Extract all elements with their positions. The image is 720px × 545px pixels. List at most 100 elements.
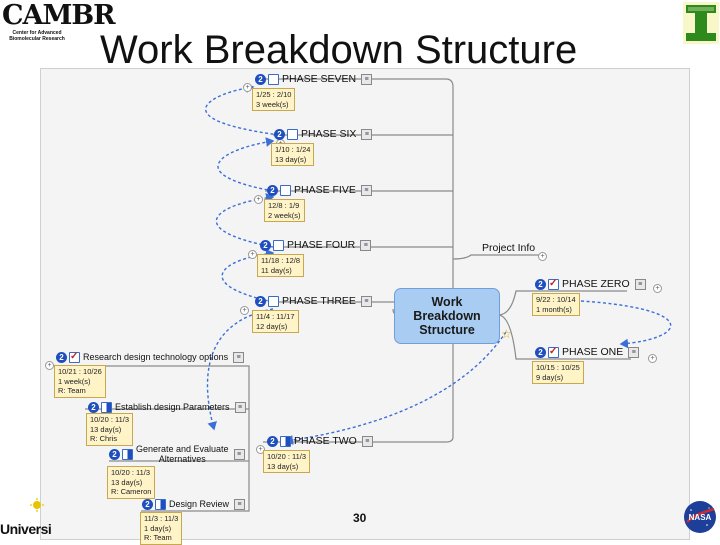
expand-toggle[interactable]: +	[256, 445, 265, 454]
subtask-label: Design Review	[169, 499, 230, 509]
task-dates: 11/3 : 11/3	[144, 514, 179, 523]
subtask-design-review-node[interactable]: 2 Design Review ≡	[142, 498, 246, 511]
expand-toggle[interactable]: +	[45, 361, 54, 370]
note-icon[interactable]: ≡	[361, 129, 373, 140]
note-icon[interactable]: ≡	[234, 402, 246, 413]
checkbox-checked-icon[interactable]	[548, 345, 559, 358]
phase-zero-node[interactable]: 2 PHASE ZERO ≡	[535, 277, 646, 291]
subtask-label: Generate and Evaluate Alternatives	[136, 444, 229, 464]
checkbox-checked-icon[interactable]	[548, 277, 559, 290]
task-info-box: 11/3 : 11/3 1 day(s) R: Team	[140, 512, 183, 545]
priority-icon: 2	[535, 347, 546, 358]
page-number: 30	[353, 511, 367, 525]
phase-label: PHASE SEVEN	[282, 73, 357, 85]
expand-toggle[interactable]: +	[248, 250, 257, 259]
task-dates: 10/21 : 10/26	[58, 367, 102, 376]
task-dates: 10/20 : 11/3	[267, 452, 307, 461]
phase-six-node[interactable]: 2 PHASE SIX ≡	[274, 128, 373, 141]
checkbox-icon[interactable]	[287, 129, 298, 140]
logo-subtitle-line1: Center for Advanced	[12, 30, 62, 36]
phase-five-node[interactable]: 2 PHASE FIVE ≡	[267, 184, 372, 197]
task-info-box: 10/20 : 11/3 13 day(s) R: Cameron	[107, 466, 156, 499]
expand-toggle[interactable]: +	[648, 354, 657, 363]
task-info-box: 10/21 : 10/26 1 week(s) R: Team	[54, 365, 106, 398]
phase-label: PHASE THREE	[282, 295, 356, 307]
phase-two-node[interactable]: 2 PHASE TWO ≡	[267, 435, 373, 448]
svg-text:NASA: NASA	[689, 513, 712, 522]
task-dates: 12/8 : 1/9	[268, 201, 300, 210]
subtask-label: Establish design Parameters	[115, 402, 230, 412]
logo-subtitle-line2: Biomolecular Research	[9, 36, 65, 42]
expand-toggle[interactable]: +	[254, 195, 263, 204]
project-info-node[interactable]: Project Info	[479, 242, 535, 255]
note-icon[interactable]: ≡	[360, 240, 372, 251]
task-info-box: 10/20 : 11/3 13 day(s)	[263, 450, 311, 473]
nasa-logo-icon: NASA	[684, 501, 716, 533]
expand-toggle[interactable]: +	[240, 306, 249, 315]
note-icon[interactable]: ≡	[234, 499, 246, 510]
subtask-label: Research design technology options	[83, 352, 229, 362]
task-info-box: 11/18 : 12/8 11 day(s)	[257, 254, 305, 277]
task-resource: R: Team	[144, 533, 172, 542]
subtask-label-line1: Generate and Evaluate	[136, 444, 229, 454]
task-duration: 2 week(s)	[268, 210, 301, 220]
priority-icon: 2	[56, 352, 67, 363]
cambr-logo: CAMBR Center for Advanced Biomolecular R…	[2, 2, 116, 46]
priority-icon: 2	[88, 402, 99, 413]
note-icon[interactable]: ≡	[361, 436, 373, 447]
priority-icon: 2	[267, 185, 278, 196]
task-dates: 1/25 : 2/10	[256, 90, 292, 99]
task-duration: 1 day(s)	[144, 523, 172, 533]
task-duration: 12 day(s)	[256, 321, 288, 331]
task-dates: 10/20 : 11/3	[111, 468, 151, 477]
checkbox-icon[interactable]	[101, 402, 112, 413]
checkbox-icon[interactable]	[280, 436, 291, 447]
task-info-box: 9/22 : 10/14 1 month(s)	[532, 293, 580, 316]
task-duration: 13 day(s)	[275, 154, 307, 164]
task-duration: 1 week(s)	[58, 376, 91, 386]
priority-icon: 2	[255, 74, 266, 85]
expand-toggle[interactable]: +	[243, 83, 252, 92]
task-resource: R: Team	[58, 386, 86, 395]
subtask-research-node[interactable]: 2 Research design technology options ≡	[56, 350, 245, 364]
central-topic-label: Work Breakdown Structure	[413, 295, 481, 337]
subtask-label-line2: Alternatives	[158, 454, 206, 464]
phase-label: PHASE ONE	[562, 346, 624, 358]
task-duration: 11 day(s)	[261, 265, 292, 275]
checkbox-checked-icon[interactable]	[69, 350, 80, 363]
phase-label: PHASE ZERO	[562, 278, 630, 290]
task-dates: 9/22 : 10/14	[536, 295, 576, 304]
priority-icon: 2	[260, 240, 271, 251]
note-icon[interactable]: ≡	[233, 352, 245, 363]
checkbox-icon[interactable]	[273, 240, 284, 251]
note-icon[interactable]: ≡	[233, 448, 245, 460]
checkbox-icon[interactable]	[280, 185, 291, 196]
sun-logo-icon	[30, 498, 44, 512]
checkbox-icon[interactable]	[155, 499, 166, 510]
subtask-establish-node[interactable]: 2 Establish design Parameters ≡	[88, 401, 246, 414]
note-icon[interactable]: ≡	[360, 185, 372, 196]
task-dates: 10/20 : 11/3	[90, 415, 130, 424]
task-duration: 13 day(s)	[111, 477, 143, 487]
phase-seven-node[interactable]: 2 PHASE SEVEN ≡	[255, 73, 373, 86]
note-icon[interactable]: ≡	[634, 279, 646, 290]
checkbox-icon[interactable]	[268, 296, 279, 307]
phase-label: PHASE FIVE	[294, 184, 356, 196]
note-icon[interactable]: ≡	[361, 74, 373, 85]
phase-label: PHASE SIX	[301, 128, 357, 140]
phase-four-node[interactable]: 2 PHASE FOUR ≡	[260, 239, 372, 252]
central-topic[interactable]: Work Breakdown Structure	[394, 288, 500, 344]
priority-icon: 2	[142, 499, 153, 510]
subtask-generate-node[interactable]: 2 Generate and Evaluate Alternatives ≡	[109, 444, 245, 464]
phase-one-node[interactable]: 2 PHASE ONE ≡	[535, 345, 640, 359]
mind-map-canvas[interactable]: Work Breakdown Structure + 2 PHASE SEVEN…	[40, 68, 690, 545]
phase-three-node[interactable]: 2 PHASE THREE ≡	[255, 295, 372, 308]
star-icon: ☆	[501, 327, 512, 341]
expand-toggle[interactable]: +	[538, 252, 547, 261]
note-icon[interactable]: ≡	[628, 347, 640, 358]
expand-toggle[interactable]: +	[653, 284, 662, 293]
checkbox-icon[interactable]	[268, 74, 279, 85]
note-icon[interactable]: ≡	[360, 296, 372, 307]
checkbox-icon[interactable]	[122, 448, 133, 460]
project-info-label: Project Info	[482, 242, 536, 254]
